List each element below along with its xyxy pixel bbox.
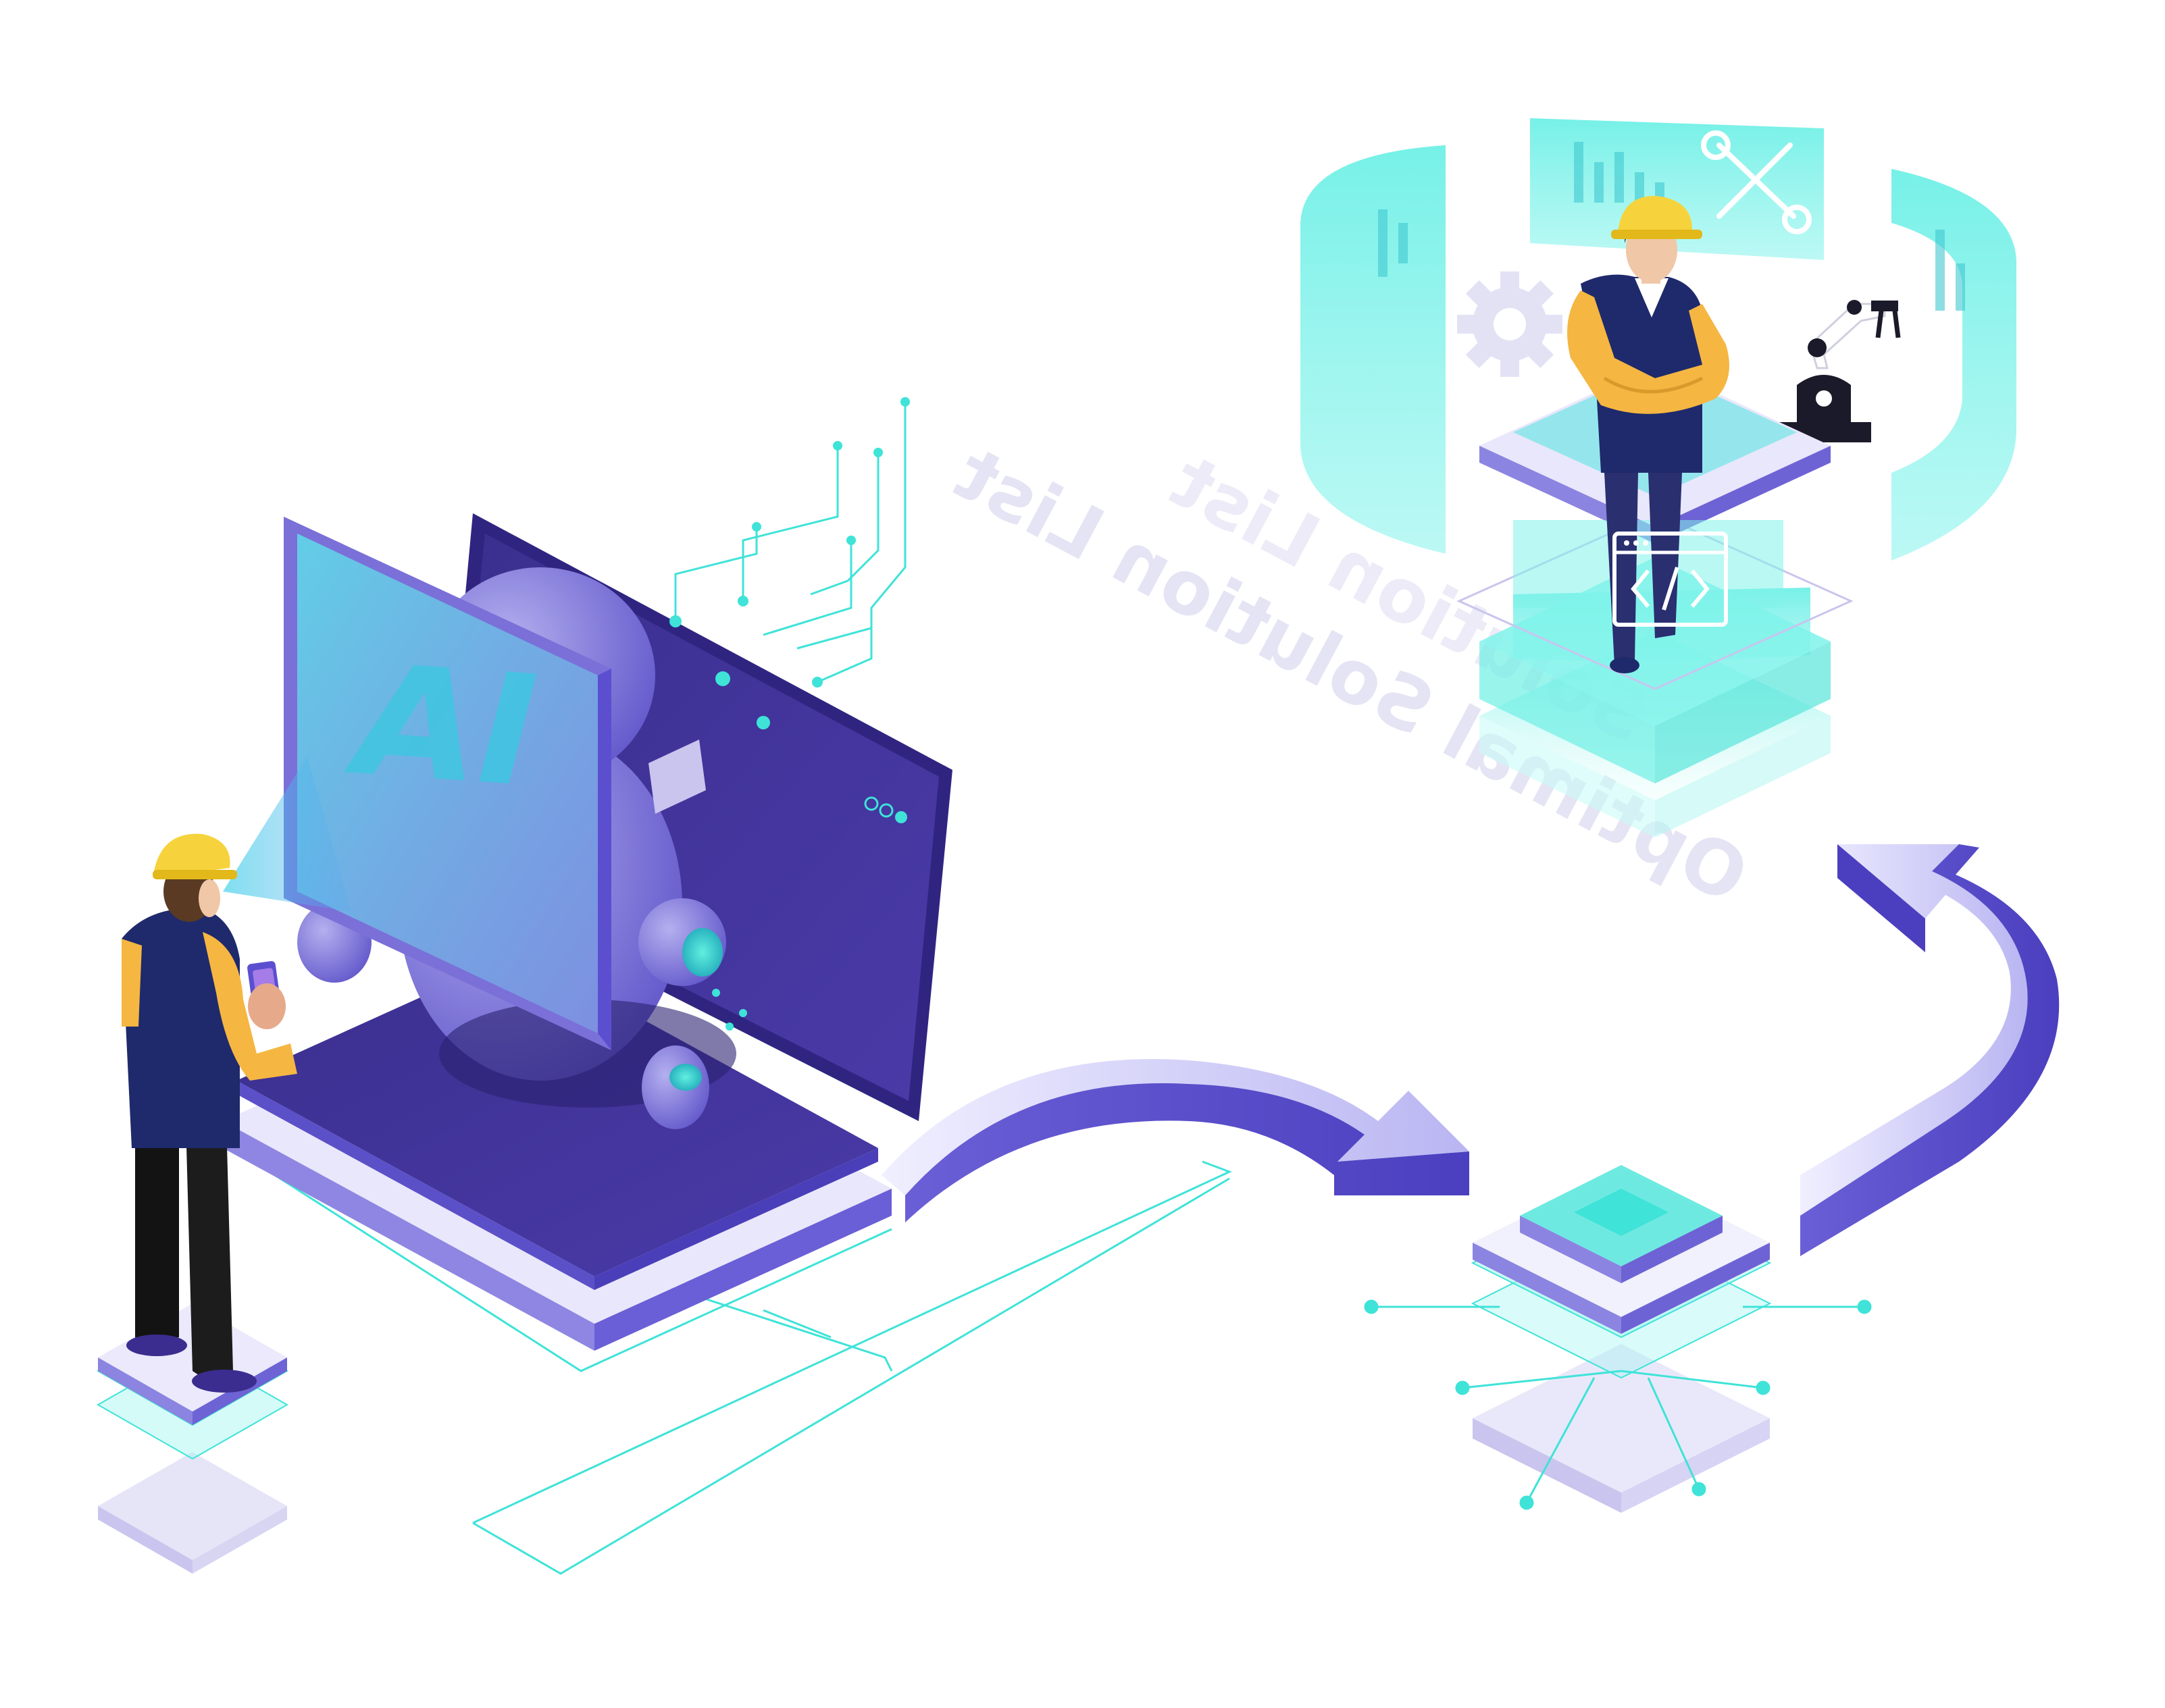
gear-icon: [1457, 271, 1562, 377]
right-worker: [1567, 196, 1729, 673]
circuit-nodes: [669, 397, 910, 1031]
arrow-up-curved-icon: [1800, 844, 2060, 1256]
wrench-screwdriver-icon: [1701, 130, 1812, 234]
robot-arm-icon: [1773, 300, 1901, 442]
bar-chart-icon: [1378, 142, 1965, 311]
ai-hologram-panel: AI: [284, 517, 611, 1050]
chip-node-icon: [1471, 1165, 1772, 1513]
vision-beam: [223, 756, 351, 912]
arrow-right-icon: [882, 1059, 1469, 1222]
ai-label: AI: [334, 632, 559, 821]
code-window-icon: [1612, 532, 1728, 627]
circuit-lines-icon: [674, 402, 907, 683]
chip-node-connectors: [1364, 1299, 1872, 1510]
left-worker-pedestal: [96, 1303, 289, 1574]
left-worker: [122, 833, 297, 1393]
